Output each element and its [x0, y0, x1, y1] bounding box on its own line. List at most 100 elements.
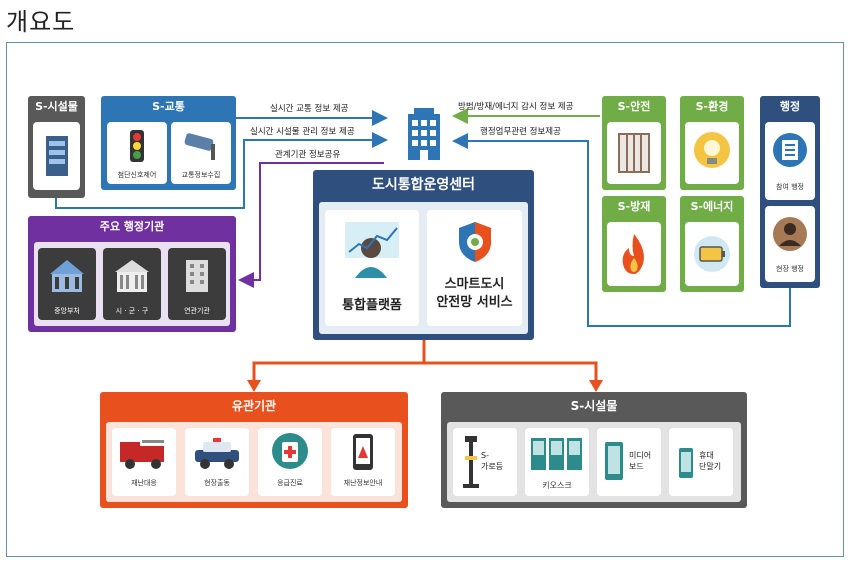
- person-icon: [773, 217, 807, 251]
- traffic-item-label: 교통정보수집: [181, 171, 221, 179]
- label-realtime-traffic: 실시간 교통 정보 제공: [270, 104, 349, 114]
- facility-item-label: 키오스크: [542, 481, 572, 490]
- traffic-panel: S-교통 첨단신호제어 교통정보수집: [101, 96, 236, 190]
- center-header: 도시통합운영센터: [371, 177, 476, 193]
- police-car-icon: [195, 438, 239, 469]
- related-agencies-header: 유관기관: [231, 399, 277, 413]
- mobile-terminal-icon: [679, 448, 693, 478]
- safety-service-card: 스마트도시 안전망 서비스: [427, 210, 522, 326]
- admin-right-item-label: 참여 행정: [776, 183, 804, 191]
- admin-right-item-label: 현장 행정: [776, 265, 804, 273]
- safety-card: [607, 122, 661, 184]
- agency-card-emergency: 응급진료: [258, 428, 322, 496]
- facility-left-header: S-시설물: [35, 100, 78, 113]
- admin-right-card-participation: 참여 행정: [765, 122, 815, 200]
- lightbulb-icon: [694, 132, 730, 168]
- related-agencies-body: 재난대응 현장출동 응급진료 재난정보안내: [106, 422, 402, 502]
- disaster-panel: S-방재: [602, 196, 666, 292]
- admin-main-header: 주요 행정기관: [99, 220, 165, 233]
- admin-item-label: 중앙부처: [54, 307, 80, 315]
- mobile-alert-icon: [353, 434, 373, 470]
- city-hall-icon: [115, 260, 149, 292]
- medicine-icon: [272, 433, 308, 469]
- traffic-header: S-교통: [152, 100, 185, 113]
- admin-right-header: 행정: [779, 100, 801, 113]
- fire-icon: [622, 234, 644, 274]
- label-crime-monitor: 방범/방재/에너지 감시 정보 제공: [458, 102, 574, 112]
- agency-item-label: 재난대응: [131, 479, 157, 487]
- arrow-admin-main: [238, 162, 384, 288]
- environment-card: [685, 122, 739, 184]
- disaster-header: S-방재: [617, 200, 651, 213]
- energy-panel: S-에너지: [680, 196, 744, 292]
- admin-item-label: 연관기관: [184, 307, 210, 315]
- platform-label: 통합플랫폼: [342, 298, 402, 313]
- admin-card-ministry: 중앙부처: [38, 248, 96, 320]
- facility-bottom-header: S-시설물: [570, 399, 618, 413]
- safety-service-label: 스마트도시 안전망 서비스: [427, 276, 522, 312]
- admin-right-panel: 행정 참여 행정 현장 행정: [760, 96, 820, 288]
- fire-truck-icon: [120, 440, 164, 469]
- energy-card: [685, 222, 739, 286]
- label-realtime-facility: 실시간 시설물 관리 정보 제공: [250, 127, 355, 137]
- agency-item-label: 응급진료: [277, 479, 303, 487]
- kiosk-icon: [531, 438, 582, 470]
- environment-header: S-환경: [695, 100, 729, 113]
- checklist-icon: [773, 133, 807, 167]
- label-related-share: 관계기관 정보공유: [275, 150, 341, 160]
- arrow-facility: [55, 132, 388, 209]
- platform-icon: [345, 222, 399, 278]
- arrow-admin-right: [452, 133, 791, 327]
- agency-card-disaster: 재난대응: [112, 428, 176, 496]
- admin-right-card-field: 현장 행정: [765, 206, 815, 282]
- energy-header: S-에너지: [690, 200, 734, 213]
- admin-card-local: 시 · 군 · 구: [103, 248, 161, 320]
- page-title: 개요도: [6, 8, 76, 36]
- center-panel: 도시통합운영센터 통합플랫폼 스마트도시 안전망 서비스: [313, 170, 534, 340]
- safety-header: S-안전: [617, 100, 651, 113]
- traffic-item-label: 첨단신호제어: [117, 171, 157, 179]
- disaster-card: [607, 222, 661, 286]
- safety-panel: S-안전: [602, 96, 666, 190]
- media-board-icon: [605, 442, 623, 480]
- facility-card-mobile: 휴대 단말기: [669, 428, 733, 496]
- safety-service-line2: 안전망 서비스: [436, 295, 513, 310]
- facility-bottom-panel: S-시설물 S- 가로등 키오스크: [441, 392, 747, 508]
- facility-left-panel: S-시설물: [28, 96, 85, 198]
- cctv-icon: [184, 133, 215, 160]
- government-building-icon: [50, 260, 84, 292]
- traffic-card-signal: 첨단신호제어: [107, 122, 167, 184]
- agency-item-label: 현장출동: [204, 479, 230, 487]
- center-body: 통합플랫폼 스마트도시 안전망 서비스: [319, 202, 528, 334]
- admin-main-body: 중앙부처 시 · 군 · 구 연관기관: [34, 242, 230, 326]
- facility-bottom-body: S- 가로등 키오스크 미디어 보드: [447, 422, 741, 502]
- facility-item-label: 휴대 단말기: [699, 451, 722, 471]
- agency-card-alert: 재난정보안내: [331, 428, 395, 496]
- platform-card: 통합플랫폼: [325, 210, 419, 326]
- admin-main-panel: 주요 행정기관 중앙부처 시 · 군 · 구 연관기관: [28, 216, 236, 332]
- traffic-light-icon: [130, 130, 144, 162]
- facility-card-streetlight: S- 가로등: [453, 428, 517, 496]
- environment-panel: S-환경: [680, 96, 744, 190]
- orange-branch: [252, 361, 598, 385]
- facility-item-label: S- 가로등: [481, 451, 504, 471]
- agency-card-dispatch: 현장출동: [185, 428, 249, 496]
- server-card: [33, 122, 80, 190]
- facility-card-kiosk: 키오스크: [525, 428, 589, 496]
- battery-icon: [694, 236, 730, 272]
- facility-item-label: 미디어 보드: [629, 451, 652, 471]
- streetlight-icon: [463, 436, 479, 488]
- related-agencies-panel: 유관기관 재난대응 현장출동 응급진료: [100, 392, 408, 508]
- facility-card-media: 미디어 보드: [597, 428, 661, 496]
- safety-service-line1: 스마트도시: [444, 277, 505, 292]
- office-building-icon: [186, 260, 208, 292]
- agency-item-label: 재난정보안내: [343, 479, 383, 487]
- admin-item-label: 시 · 군 · 구: [115, 307, 149, 315]
- building-icon: [408, 108, 440, 160]
- jail-bars-icon: [618, 133, 650, 173]
- server-icon: [46, 136, 68, 176]
- traffic-card-collect: 교통정보수집: [171, 122, 231, 184]
- admin-card-related: 연관기관: [168, 248, 226, 320]
- label-admin-info: 행정업무관련 정보제공: [480, 127, 561, 137]
